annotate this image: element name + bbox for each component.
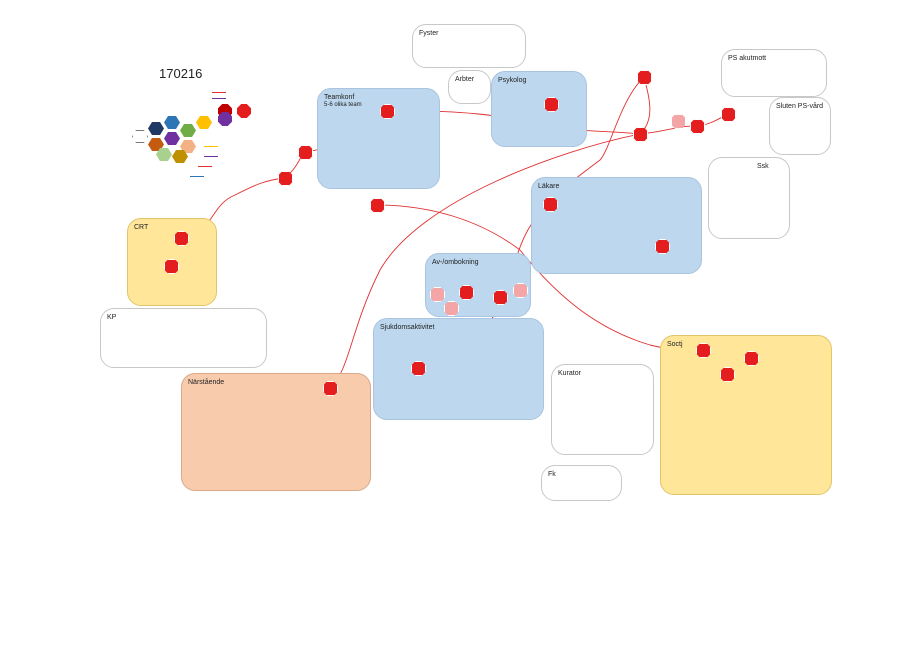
process-node-icon xyxy=(544,97,559,112)
legend-hexagon xyxy=(132,130,148,143)
legend-stop-icon xyxy=(218,112,232,126)
process-node-icon xyxy=(411,361,426,376)
box-narstaende: Närstående xyxy=(181,373,371,491)
process-node-icon xyxy=(720,367,735,382)
process-node-icon xyxy=(721,107,736,122)
box-label: Sjukdomsaktivitet xyxy=(380,324,435,331)
box-label: CRT xyxy=(134,224,149,231)
process-node-icon xyxy=(690,119,705,134)
box-label: Närstående xyxy=(188,379,225,386)
process-node-icon xyxy=(278,171,293,186)
legend-hexagon xyxy=(180,124,196,137)
process-path-line xyxy=(329,133,641,389)
legend-line-sample xyxy=(212,98,226,99)
box-label: Fk xyxy=(548,471,556,478)
process-node-icon xyxy=(696,343,711,358)
process-node-icon xyxy=(633,127,648,142)
box-sluten-ps-vard: Sluten PS-vård xyxy=(769,97,831,155)
process-path-line xyxy=(639,76,651,135)
box-ssk: Ssk xyxy=(708,157,790,239)
box-label: Kurator xyxy=(558,370,581,377)
process-node-icon xyxy=(430,287,445,302)
process-node-icon xyxy=(493,290,508,305)
box-label: Sluten PS-vård xyxy=(776,103,824,110)
legend-hexagon xyxy=(156,148,172,161)
process-node-icon xyxy=(380,104,395,119)
box-label: Av-/ombokning xyxy=(432,259,479,266)
legend-line-sample xyxy=(190,176,204,177)
box-label: Soctj xyxy=(667,341,683,348)
process-node-icon xyxy=(671,114,686,129)
process-node-icon xyxy=(444,301,459,316)
box-fyster: Fyster xyxy=(412,24,526,68)
box-label: Teamkonf xyxy=(324,94,355,101)
legend-hexagon xyxy=(180,140,196,153)
box-psykolog: Psykolog xyxy=(491,71,587,147)
box-label: KP xyxy=(107,314,117,321)
legend-hexagon xyxy=(164,132,180,145)
process-node-icon xyxy=(655,239,670,254)
legend-stop-icon xyxy=(237,104,251,118)
box-lakare: Läkare xyxy=(531,177,702,274)
process-node-icon xyxy=(298,145,313,160)
process-node-icon xyxy=(174,231,189,246)
box-av-ombokning: Av-/ombokning xyxy=(425,253,531,317)
legend-line-sample xyxy=(198,166,212,167)
box-ps-akutmott: PS akutmott xyxy=(721,49,827,97)
box-sjukdomsaktivitet: Sjukdomsaktivitet xyxy=(373,318,544,420)
box-fk: Fk xyxy=(541,465,622,501)
legend-hexagon xyxy=(172,150,188,163)
process-node-icon xyxy=(459,285,474,300)
box-label: Fyster xyxy=(419,30,439,37)
legend-hexagon xyxy=(148,122,164,135)
process-node-icon xyxy=(164,259,179,274)
legend-line-sample xyxy=(204,146,218,147)
legend-hexagon xyxy=(148,138,164,151)
legend-line-sample xyxy=(212,92,226,93)
process-node-icon xyxy=(370,198,385,213)
box-label: Ssk xyxy=(757,163,769,170)
process-node-icon xyxy=(513,283,528,298)
box-sublabel: 5-6 olika team xyxy=(324,102,362,108)
legend-line-sample xyxy=(204,156,218,157)
box-label: Arbter xyxy=(455,76,475,83)
process-node-icon xyxy=(543,197,558,212)
date-label: 170216 xyxy=(159,66,203,81)
box-kurator: Kurator xyxy=(551,364,654,455)
box-label: Läkare xyxy=(538,183,560,190)
process-node-icon xyxy=(323,381,338,396)
process-node-icon xyxy=(637,70,652,85)
legend-hexagon xyxy=(196,116,212,129)
box-label: Psykolog xyxy=(498,77,527,84)
box-label: PS akutmott xyxy=(728,55,767,62)
process-node-icon xyxy=(744,351,759,366)
box-arbter: Arbter xyxy=(448,70,491,104)
box-kp: KP xyxy=(100,308,267,368)
legend-hexagon xyxy=(164,116,180,129)
